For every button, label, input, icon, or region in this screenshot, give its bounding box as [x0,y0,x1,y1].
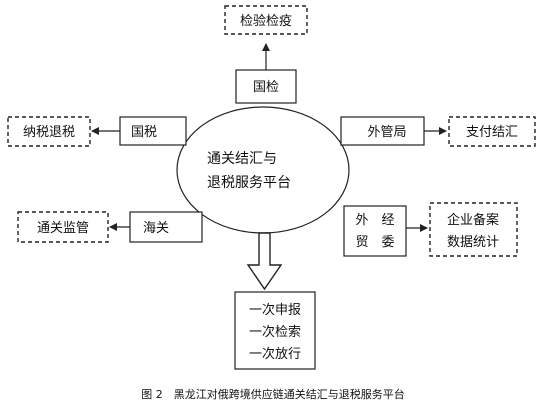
output-line-declare: 一次申报 [249,302,301,318]
agency-forex-label: 外管局 [367,125,406,140]
service-quarantine-box [224,5,308,35]
agency-customs-label: 海关 [143,221,169,236]
platform-label-line2: 退税服务平台 [207,175,291,191]
service-customs-supervision-label: 通关监管 [37,221,89,236]
service-enterprise-records-label-line2: 数据统计 [447,235,499,250]
connectors [91,43,447,232]
agency-trade-label-line2: 贸 委 [355,235,394,250]
agency-tax-label: 国税 [131,125,157,140]
agency-inspection-label: 国检 [253,80,279,95]
service-enterprise-records-box [429,202,518,257]
service-tax-refund: 纳税退税 [7,116,91,147]
output-line-search: 一次检索 [249,324,301,340]
service-payment-settlement-label: 支付结汇 [466,125,518,140]
platform-label-line1: 通关结汇与 [207,151,277,167]
service-payment-settlement-box [448,116,536,147]
service-payment-settlement: 支付结汇 [448,116,536,147]
agency-tax-box [119,116,187,146]
agency-trade-box [343,205,407,257]
central-platform: 通关结汇与 退税服务平台 [176,106,350,234]
service-customs-supervision: 通关监管 [17,211,109,243]
output-block-arrow [246,232,283,291]
service-tax-refund-label: 纳税退税 [23,125,75,140]
output-box: 一次申报 一次检索 一次放行 [234,291,316,370]
agency-inspection: 国检 [235,69,297,104]
service-enterprise-records-label-line1: 企业备案 [447,212,499,228]
agency-trade-label-line1: 外 经 [355,213,394,228]
agency-inspection-box [235,69,297,104]
agency-trade: 外 经 贸 委 [343,205,407,257]
service-quarantine-label: 检验检疫 [240,13,292,29]
service-enterprise-records: 企业备案 数据统计 [429,202,518,257]
agency-tax: 国税 [119,116,187,146]
figure-caption: 图 2 黑龙江对俄跨境供应链通关结汇与退税服务平台 [141,387,405,401]
agency-customs-box [129,211,203,243]
output-box-frame [234,291,316,370]
agency-customs: 海关 [129,211,203,243]
platform-ellipse [176,106,350,234]
output-line-release: 一次放行 [249,346,301,362]
agency-forex-box [340,116,425,146]
agency-forex: 外管局 [340,116,425,146]
service-customs-supervision-box [17,211,109,243]
service-quarantine: 检验检疫 [224,5,308,35]
service-tax-refund-box [7,116,91,147]
